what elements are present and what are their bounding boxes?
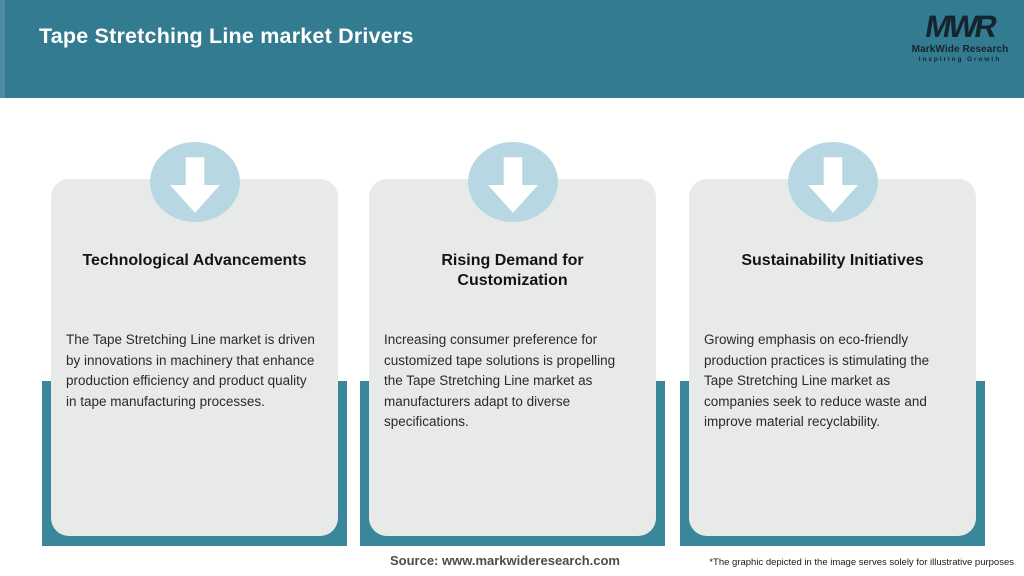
card-title: Technological Advancements	[82, 252, 307, 269]
brand-logo: MWR MarkWide Research Inspiring Growth	[910, 9, 1010, 64]
logo-acronym: MWR	[922, 9, 998, 44]
source-text: Source: www.markwideresearch.com	[389, 553, 620, 568]
driver-card: Sustainability Initiatives Growing empha…	[689, 179, 976, 536]
arrow-down-icon	[467, 142, 558, 222]
arrow-down-icon	[787, 142, 878, 222]
driver-card: Technological Advancements The Tape Stre…	[51, 179, 338, 536]
driver-column-2: Rising Demand for Customization Increasi…	[360, 140, 665, 546]
card-body-text: The Tape Stretching Line market is drive…	[66, 332, 315, 409]
disclaimer-text: *The graphic depicted in the image serve…	[709, 557, 1014, 568]
arrow-down-icon	[149, 142, 240, 222]
driver-card: Rising Demand for Customization Increasi…	[369, 179, 656, 536]
driver-column-1: Technological Advancements The Tape Stre…	[42, 140, 347, 546]
card-body-text: Growing emphasis on eco-friendly product…	[704, 332, 930, 429]
card-body-text: Increasing consumer preference for custo…	[384, 332, 616, 429]
card-title: Rising Demand for Customization	[441, 252, 584, 289]
driver-column-3: Sustainability Initiatives Growing empha…	[680, 140, 985, 546]
logo-tagline: Inspiring Growth	[918, 56, 1002, 63]
page-title: Tape Stretching Line market Drivers	[39, 24, 414, 48]
header-bar: Tape Stretching Line market Drivers MWR …	[0, 0, 1024, 98]
logo-company-name: MarkWide Research	[911, 44, 1009, 55]
card-title: Sustainability Initiatives	[741, 252, 924, 269]
